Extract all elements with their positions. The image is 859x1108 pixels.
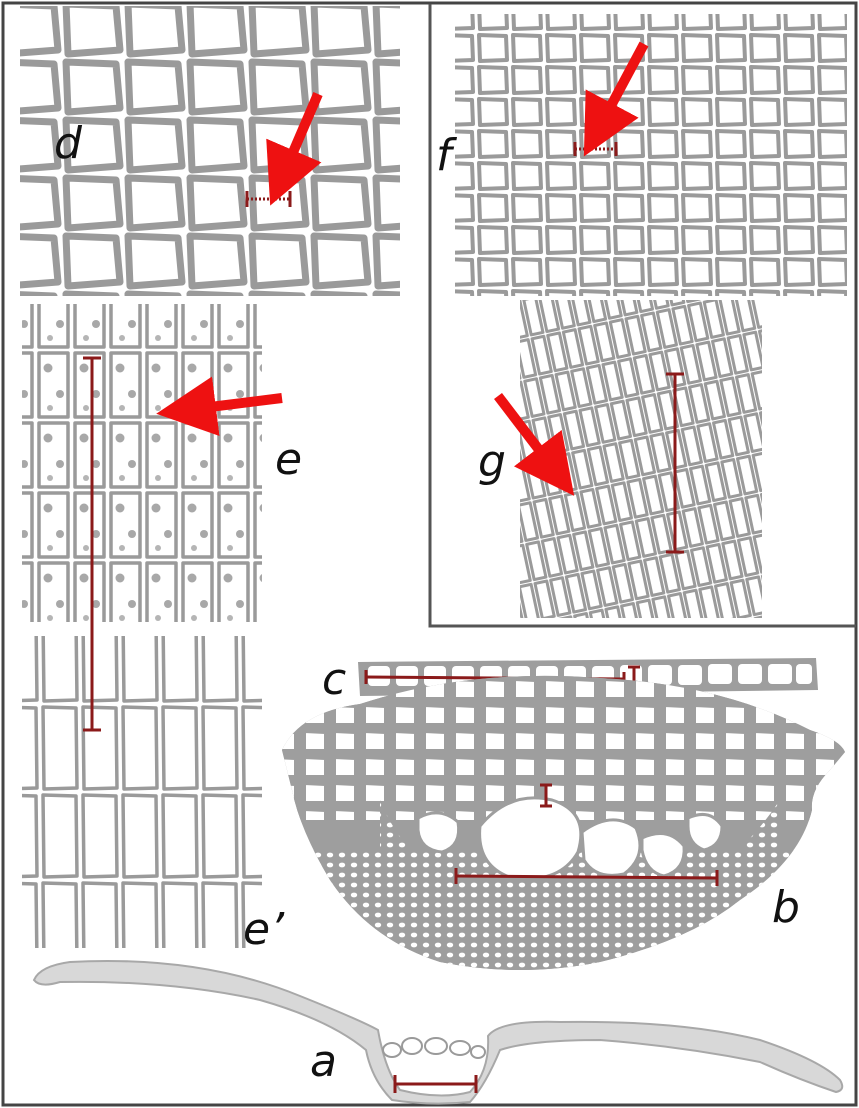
panel-e-cells [22, 304, 262, 622]
panel-f-cells [455, 14, 847, 296]
scale-bar-b [456, 876, 717, 878]
panel-label-g: g [478, 436, 506, 487]
panel-e: e [22, 304, 302, 622]
panel-g-cells [520, 300, 762, 618]
panel-label-f: f [436, 130, 458, 181]
panel-label-d: d [54, 118, 83, 169]
panel-label-c: c [322, 654, 346, 705]
panel-a: a [34, 961, 842, 1104]
panel-a-leaf [34, 961, 842, 1104]
panel-label-b: b [772, 882, 800, 933]
panel-g: g [478, 300, 762, 618]
panel-a-midrib-cells [383, 1038, 485, 1058]
panel-d: d [20, 6, 400, 296]
panel-e-prime-cells [22, 636, 262, 948]
panel-label-e: e [275, 434, 302, 485]
panel-f: f [436, 14, 847, 296]
panel-e-prime: e’ [22, 636, 285, 955]
panel-label-a: a [310, 1036, 337, 1087]
panel-b: b [280, 670, 850, 990]
panel-label-e-prime: e’ [243, 904, 285, 955]
